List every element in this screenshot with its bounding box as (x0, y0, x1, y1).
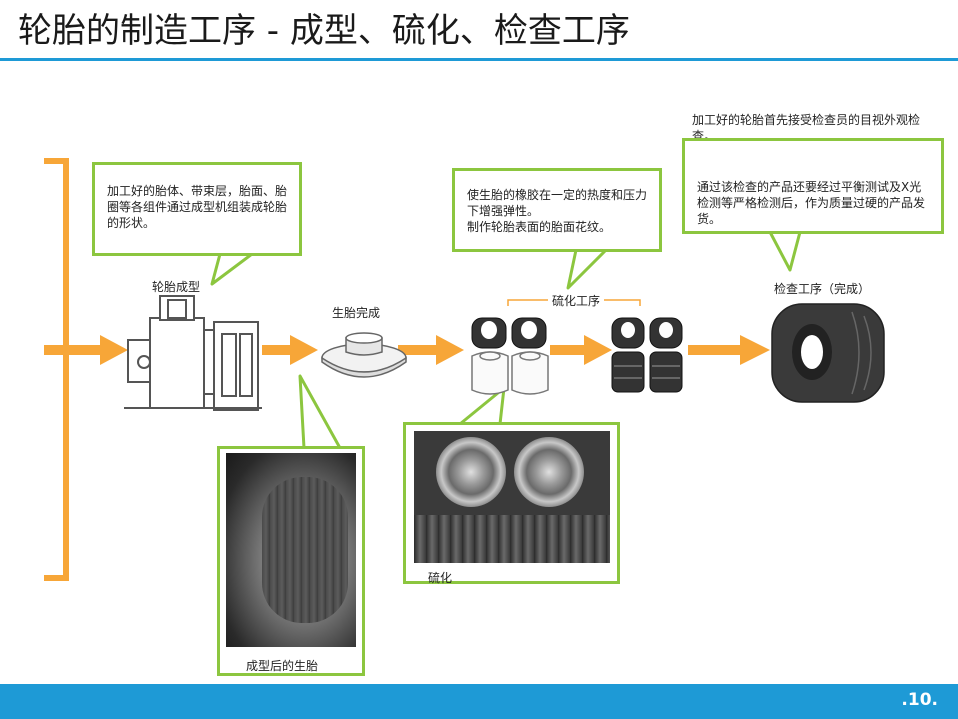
vulcanizing-callout-tail (566, 248, 608, 290)
forming-label: 轮胎成型 (152, 280, 201, 294)
inspection-callout-tail (768, 230, 802, 272)
flow-arrows (44, 335, 770, 365)
page-title: 轮胎的制造工序 - 成型、硫化、检查工序 (18, 11, 630, 51)
inspection-callout: 通过该检查的产品还要经过平衡测试及X光检测等严格检测后，作为质量过硬的产品发货。 (682, 138, 944, 234)
inspection-callout-text: 通过该检查的产品还要经过平衡测试及X光检测等严格检测后，作为质量过硬的产品发货。 (697, 180, 926, 226)
vulcanizing-photo-caption: 硫化 (428, 571, 453, 585)
vulcanizing-callout-line2: 制作轮胎表面的胎面花纹。 (467, 220, 612, 234)
vulcanizing-photo-image (414, 431, 610, 563)
green-tire-photo: 成型后的生胎 (217, 446, 365, 676)
vulcanizing-tires-illustration (471, 317, 549, 395)
arrow-to-inspection (688, 335, 770, 365)
vulcanizing-press-right (514, 437, 584, 507)
green-tire-shape (262, 477, 348, 623)
green-tire-photo-image (226, 453, 356, 647)
page-number: .10. (901, 690, 938, 710)
forming-machine-illustration (124, 295, 262, 411)
arrow-to-vulcanizing (398, 335, 464, 365)
input-bracket (44, 158, 69, 581)
arrow-vulcanizing-mid (550, 335, 612, 365)
green-tire-photo-tail (298, 374, 342, 450)
inspection-process-label: 检查工序（完成） (774, 282, 871, 296)
vulcanizing-callout: 使生胎的橡胶在一定的热度和压力下增强弹性。 制作轮胎表面的胎面花纹。 (452, 168, 662, 252)
forming-callout: 加工好的胎体、带束层，胎面、胎圈等各组件通过成型机组装成轮胎的形状。 (92, 162, 302, 256)
finished-tire-illustration (771, 303, 885, 403)
vulcanized-tires-illustration (611, 317, 683, 393)
green-tire-photo-caption: 成型后的生胎 (246, 659, 319, 673)
forming-callout-text: 加工好的胎体、带束层，胎面、胎圈等各组件通过成型机组装成轮胎的形状。 (107, 184, 288, 230)
title-rule (0, 58, 958, 61)
forming-callout-tail (210, 252, 254, 286)
vulcanizing-callout-line1: 使生胎的橡胶在一定的热度和压力下增强弹性。 (467, 188, 648, 218)
footer-bar: .10. (0, 684, 958, 719)
arrow-into-forming (44, 335, 128, 365)
vulcanizing-photo: 硫化 (403, 422, 620, 585)
green-tire-illustration (321, 332, 407, 378)
arrow-to-green-tire (262, 335, 318, 365)
vulcanizing-process-label: 硫化工序 (548, 292, 605, 309)
vulcanizing-press-base (414, 515, 610, 563)
green-tire-label: 生胎完成 (332, 306, 381, 320)
vulcanizing-press-left (436, 437, 506, 507)
